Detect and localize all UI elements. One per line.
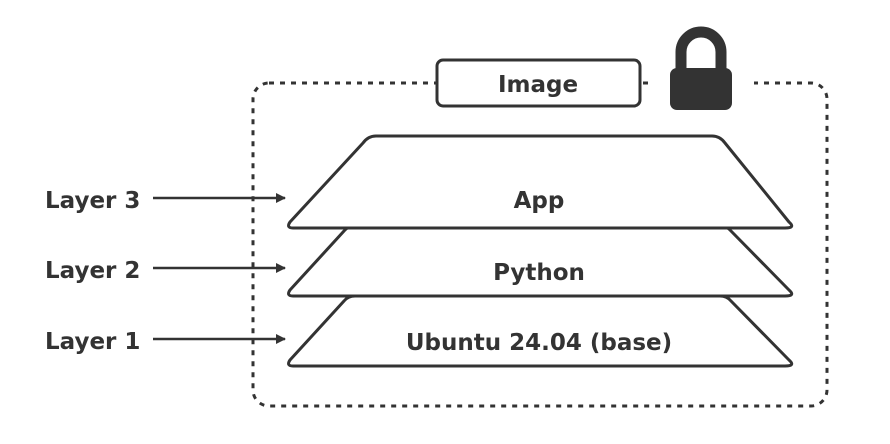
layer-2-slab: Python — [287, 224, 794, 298]
image-label: Image — [498, 72, 578, 98]
layer-1-slab: Ubuntu 24.04 (base) — [287, 294, 794, 368]
layer-2-content: Python — [493, 260, 585, 286]
padlock-icon — [654, 26, 754, 114]
image-label-box: Image — [435, 58, 642, 108]
layer-1-content: Ubuntu 24.04 (base) — [406, 330, 672, 356]
layer-1-label: Layer 1 — [45, 329, 140, 355]
layer-3-content: App — [514, 188, 565, 214]
image-boundary — [251, 81, 829, 408]
layer-2-label: Layer 2 — [45, 258, 140, 284]
layer-3-label: Layer 3 — [45, 188, 140, 214]
layer-3-slab: App — [287, 134, 794, 230]
